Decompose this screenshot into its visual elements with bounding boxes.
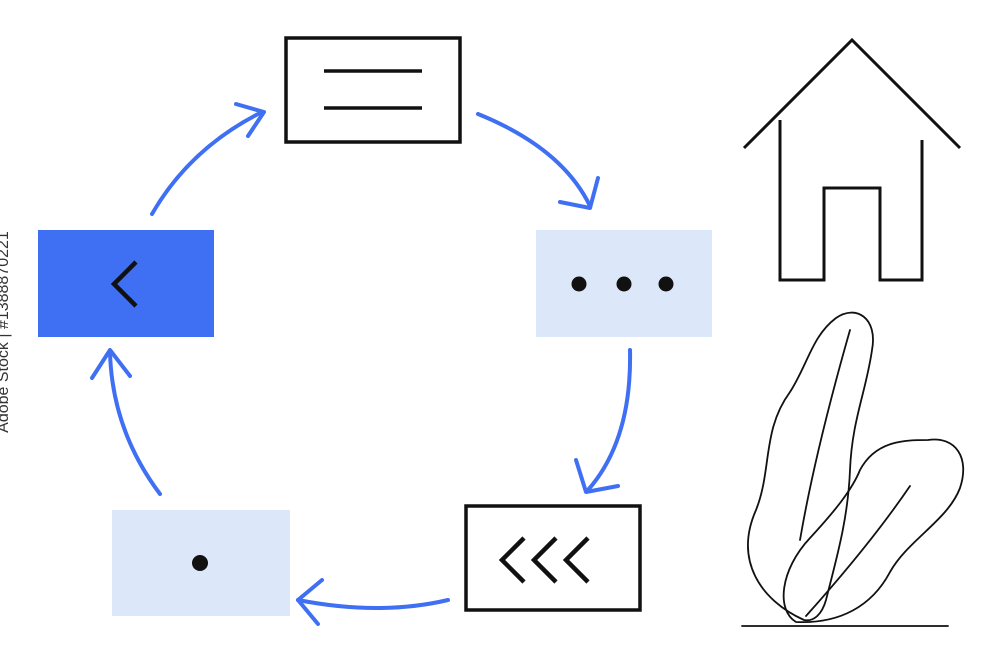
arrow-bottomleft-to-left [108, 350, 162, 496]
single-dot-box [112, 510, 290, 616]
triple-chevron-box [464, 504, 642, 612]
arrowhead-bottomleft-to-left [90, 348, 132, 380]
arrow-right-to-bottom [586, 348, 633, 492]
arrow-left-to-top [150, 110, 264, 216]
triple-chevron-left-icon [498, 536, 590, 584]
arrow-top-to-right [476, 112, 592, 208]
arrowhead-right-to-bottom [574, 458, 620, 494]
leaves-plant-icon [741, 311, 965, 627]
dot-icon [192, 555, 208, 571]
cycle-arrows [90, 102, 633, 626]
more-dots-box [536, 230, 712, 337]
more-horizontal-icon [571, 276, 674, 292]
arrowhead-bottom-to-left [296, 578, 324, 626]
arrowhead-top-to-right [558, 176, 600, 210]
house-icon [742, 37, 962, 282]
menu-lines-box [284, 36, 462, 144]
arrow-bottom-to-left [296, 598, 450, 610]
chevron-left-icon [110, 260, 138, 308]
back-chevron-box [38, 230, 214, 337]
menu-lines-icon [324, 69, 422, 110]
arrowhead-left-to-top [234, 102, 266, 138]
